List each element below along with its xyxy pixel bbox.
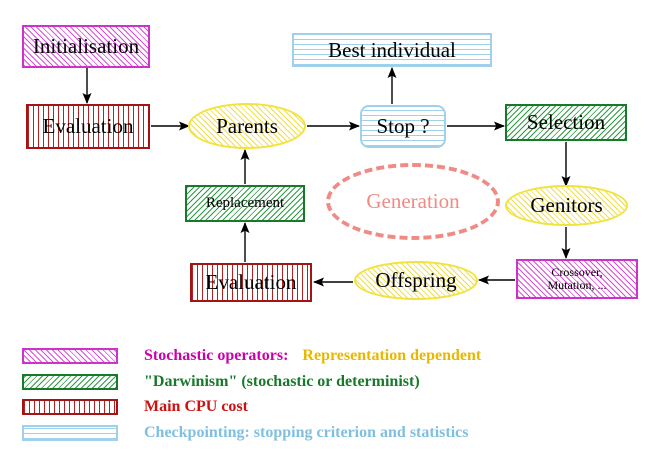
node-crossover-line2: Mutation, ... — [547, 278, 607, 292]
legend-text-darwinism: "Darwinism" (stochastic or determinist) — [144, 373, 420, 391]
node-initialisation-label: Initialisation — [32, 34, 140, 59]
legend-label-main-cpu-cost: Main CPU cost — [144, 398, 248, 415]
node-genitors-label: Genitors — [530, 193, 603, 218]
legend-swatch-checkpointing — [22, 425, 118, 441]
node-selection-label: Selection — [526, 110, 606, 135]
node-offspring[interactable]: Offspring — [354, 261, 478, 300]
node-stop[interactable]: Stop ? — [360, 105, 446, 148]
legend-label-representation-dependent: Representation dependent — [302, 347, 482, 364]
node-crossover-mutation[interactable]: Crossover, Mutation, ... — [516, 259, 638, 299]
legend-swatch-stochastic — [22, 348, 118, 364]
node-crossover-line1: Crossover, — [551, 265, 603, 280]
node-offspring-label: Offspring — [375, 268, 457, 293]
node-stop-label: Stop ? — [376, 114, 430, 139]
legend-text-checkpointing: Checkpointing: stopping criterion and st… — [144, 424, 468, 442]
legend-row-darwinism: "Darwinism" (stochastic or determinist) — [22, 372, 420, 392]
node-selection[interactable]: Selection — [505, 104, 627, 141]
node-parents[interactable]: Parents — [188, 103, 306, 149]
legend-row-checkpointing: Checkpointing: stopping criterion and st… — [22, 423, 468, 443]
legend-swatch-darwinism — [22, 374, 118, 390]
node-evaluation-bottom[interactable]: Evaluation — [190, 263, 312, 302]
legend-text-stochastic: Stochastic operators: Representation depe… — [144, 347, 481, 365]
node-initialisation[interactable]: Initialisation — [22, 25, 150, 68]
node-best-individual-label: Best individual — [328, 37, 456, 62]
legend-label-stochastic-operators: Stochastic operators: — [144, 347, 289, 364]
legend-label-checkpointing: Checkpointing: stopping criterion and st… — [144, 424, 469, 441]
legend-swatch-cpu — [22, 399, 118, 415]
node-crossover-mutation-label: Crossover, Mutation, ... — [548, 266, 607, 291]
node-parents-label: Parents — [216, 113, 278, 138]
legend-row-cpu-cost: Main CPU cost — [22, 397, 248, 417]
node-replacement[interactable]: Replacement — [185, 185, 305, 222]
node-replacement-label: Replacement — [205, 194, 285, 211]
node-evaluation-top-label: Evaluation — [42, 114, 134, 139]
node-genitors[interactable]: Genitors — [505, 185, 628, 226]
legend-row-stochastic: Stochastic operators: Representation depe… — [22, 346, 481, 366]
node-evaluation-bottom-label: Evaluation — [205, 270, 297, 295]
legend-text-cpu-cost: Main CPU cost — [144, 398, 248, 416]
legend-label-darwinism: "Darwinism" (stochastic or determinist) — [144, 373, 420, 390]
node-generation-label: Generation — [366, 189, 460, 214]
node-generation-cycle: Generation — [326, 163, 500, 240]
node-evaluation-top[interactable]: Evaluation — [26, 104, 150, 149]
node-best-individual[interactable]: Best individual — [292, 33, 492, 67]
